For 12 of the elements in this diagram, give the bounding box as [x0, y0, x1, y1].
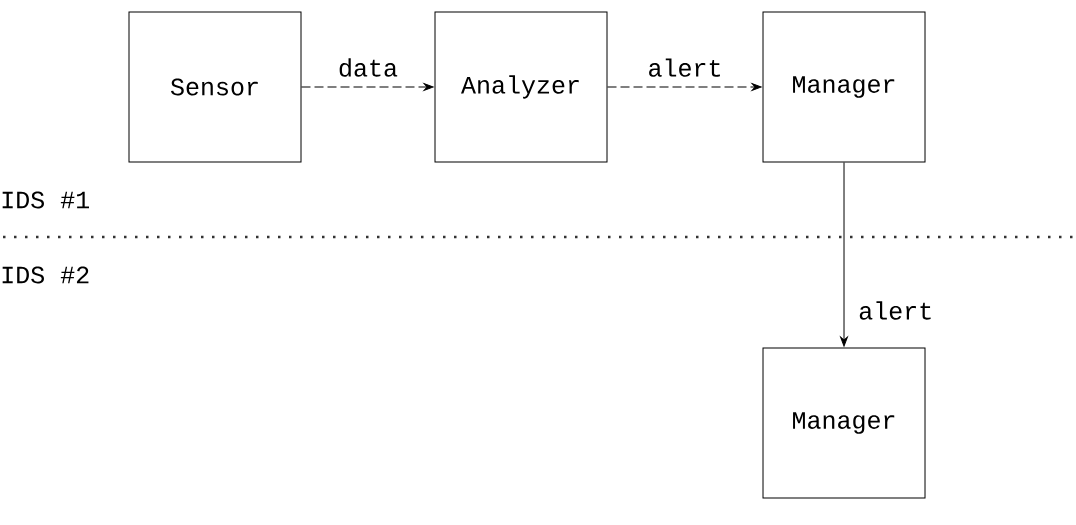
edge-label: data [339, 58, 398, 77]
process-box: Manager [762, 11, 926, 163]
arrow [840, 162, 848, 347]
arrow [301, 83, 434, 91]
edge-label: alert [859, 301, 931, 320]
section-label: IDS #1 [2, 191, 89, 209]
process-box: Manager [762, 347, 926, 499]
arrow [607, 83, 762, 91]
edge-label: alert [649, 58, 720, 77]
process-box: Sensor [128, 11, 302, 163]
section-label: IDS #2 [2, 266, 89, 284]
process-box: Analyzer [434, 11, 608, 163]
